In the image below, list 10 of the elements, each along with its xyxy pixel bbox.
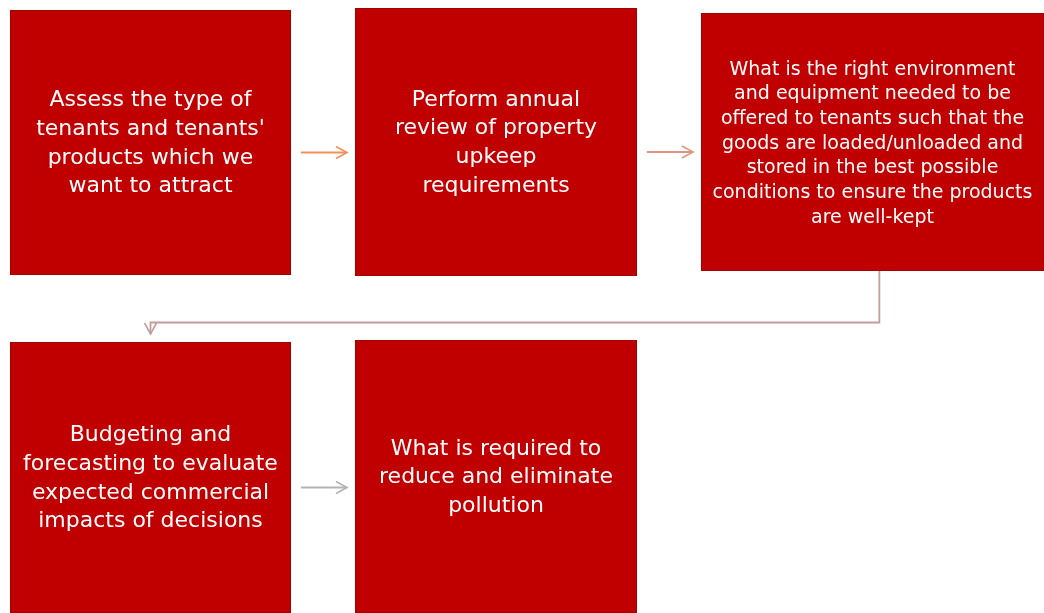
box-text: Perform annual review of property upkeep requirements bbox=[393, 84, 599, 199]
process-box bbox=[701, 13, 1044, 271]
process-box bbox=[10, 342, 291, 613]
process-box bbox=[10, 10, 291, 275]
box-text: What is the right environment and equipment needed to be offered to tenants such that the goods are loaded/unloaded and stored in the best possible conditions to ensure the products are well-kept bbox=[711, 55, 1034, 229]
process-box bbox=[355, 340, 637, 613]
box-text: What is required to reduce and eliminate pollution bbox=[378, 433, 614, 519]
box-text: Assess the type of tenants and tenants' products which we want to attract bbox=[35, 85, 266, 200]
box-text: Budgeting and forecasting to evaluate expected commercial impacts of decisions bbox=[23, 420, 278, 535]
process-box bbox=[355, 8, 637, 276]
